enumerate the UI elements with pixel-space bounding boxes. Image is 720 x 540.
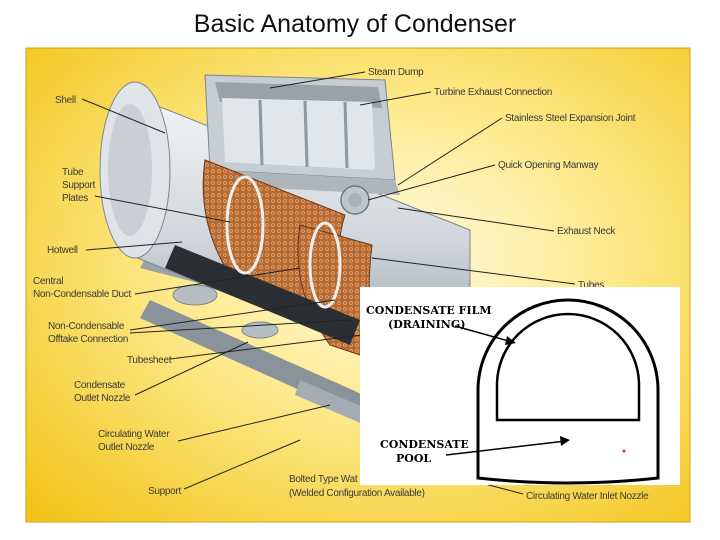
condensate-film-line — [495, 312, 641, 422]
inset-panel: CONDENSATE FILM (DRAINING) CONDENSATE PO… — [360, 287, 680, 485]
label-expansion-joint: Stainless Steel Expansion Joint — [505, 113, 636, 124]
label-tubes: Tubes — [578, 280, 604, 291]
film-leader — [454, 325, 513, 343]
leader-tubes — [371, 257, 576, 285]
inset-pool-1: CONDENSATE — [380, 438, 469, 451]
label-manway: Quick Opening Manway — [498, 160, 598, 171]
right-labels: Steam Dump Turbine Exhaust Connection St… — [269, 67, 649, 502]
inset-pool-2: POOL — [396, 452, 431, 465]
label-cond-outlet-1: Condensate — [74, 380, 126, 391]
label-central-2: Non-Condensable Duct — [33, 289, 131, 300]
label-steam-dump: Steam Dump — [368, 67, 424, 78]
slide-title: Basic Anatomy of Condenser — [193, 10, 517, 38]
label-support: Support — [148, 486, 181, 497]
pool-arrow-head — [560, 436, 570, 446]
leader-cond-outlet — [134, 341, 249, 396]
label-circ-outlet-1: Circulating Water — [98, 429, 170, 440]
leader-expansion-joint — [397, 117, 503, 186]
leader-central — [134, 267, 301, 295]
left-labels: Shell Tube Support Plates Hotwell Centra… — [33, 95, 425, 499]
leader-tube-support — [94, 195, 231, 223]
label-cond-outlet-2: Outlet Nozzle — [74, 393, 131, 404]
label-turbine-exhaust: Turbine Exhaust Connection — [434, 87, 552, 98]
leader-noncond-a — [129, 299, 336, 331]
inset-film-2: (DRAINING) — [388, 318, 465, 331]
red-dot — [622, 449, 626, 453]
label-circ-outlet-2: Outlet Nozzle — [98, 442, 155, 453]
label-bolted-2: (Welded Configuration Available) — [289, 488, 425, 499]
leader-exhaust-neck — [397, 207, 555, 232]
label-tube-support-3: Plates — [62, 193, 88, 204]
leader-tubesheet — [169, 334, 363, 360]
leader-noncond-b — [129, 319, 351, 334]
label-bolted-1: Bolted Type Wat — [289, 474, 358, 485]
leader-steam-dump — [269, 71, 366, 89]
label-tubesheet: Tubesheet — [127, 355, 172, 366]
leader-shell — [81, 98, 166, 134]
leader-manway — [367, 164, 496, 201]
label-hotwell: Hotwell — [47, 245, 78, 256]
pool-arrow-line — [445, 440, 567, 456]
leader-hotwell — [85, 241, 183, 251]
label-central-1: Central — [33, 276, 63, 287]
label-noncond-2: Offtake Connection — [48, 334, 128, 345]
tube-outer-wall — [476, 298, 660, 485]
label-tube-support-1: Tube — [62, 167, 84, 178]
leader-turbine-exhaust — [359, 91, 432, 106]
label-shell: Shell — [55, 95, 76, 106]
label-tube-support-2: Support — [62, 180, 95, 191]
inset-film-1: CONDENSATE FILM — [366, 304, 492, 317]
label-noncond-1: Non-Condensable — [48, 321, 125, 332]
leader-circ-outlet — [177, 404, 331, 442]
label-exhaust-neck: Exhaust Neck — [557, 226, 616, 237]
label-circ-inlet: Circulating Water Inlet Nozzle — [526, 491, 649, 502]
leader-support — [183, 439, 301, 490]
